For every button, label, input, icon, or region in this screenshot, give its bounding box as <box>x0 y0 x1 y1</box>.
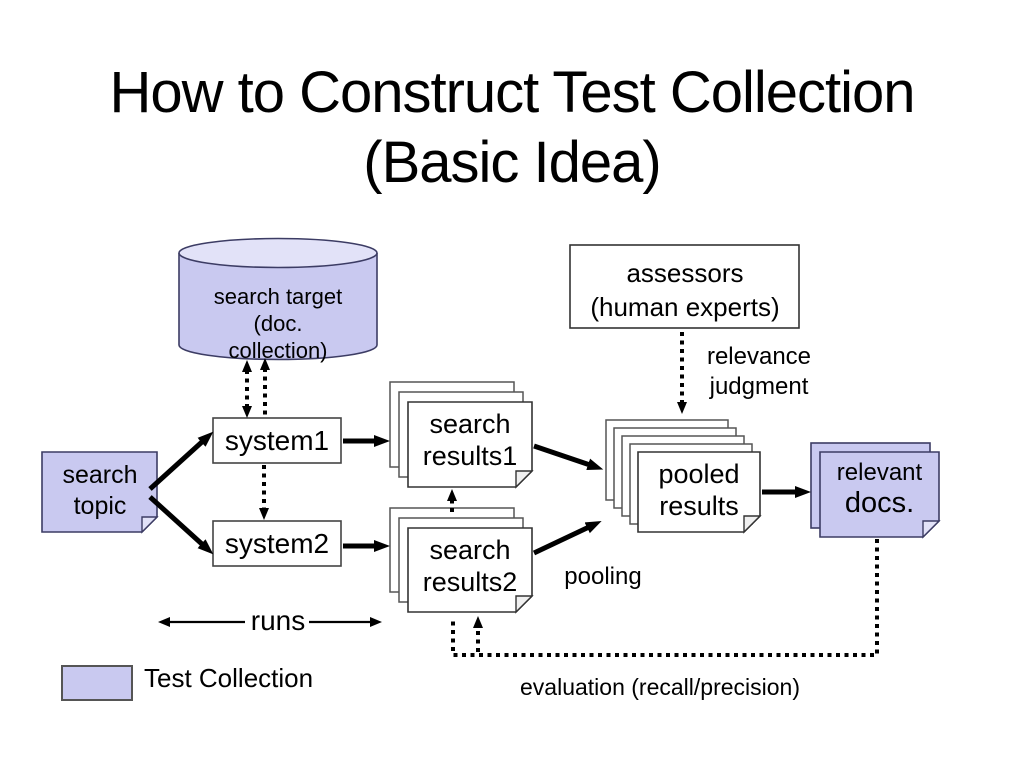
assessors-label: assessors (human experts) <box>572 256 798 324</box>
arrow-results2-to-pooled <box>532 521 602 556</box>
search-target-line1: search target <box>213 284 343 309</box>
system1-box <box>212 417 342 464</box>
arrow-topic-to-system2 <box>148 495 214 555</box>
evaluation-label: evaluation (recall/precision) <box>520 674 800 700</box>
relevance-line2: judgment <box>709 373 809 400</box>
search-target-cylinder <box>178 237 378 361</box>
search-target-line2: (doc. <box>253 311 303 336</box>
search-results1-stack <box>389 381 534 489</box>
search-results2-line1: search <box>429 535 511 565</box>
pooled-results-line2: results <box>659 491 739 521</box>
relevant-docs-label: relevant docs. <box>820 459 939 520</box>
slide-title-line1: How to Construct Test Collection <box>109 60 915 125</box>
relevant-docs-stack <box>810 442 941 539</box>
system2-label: system2 <box>224 528 330 559</box>
system1-label: system1 <box>224 425 330 456</box>
search-results2-stack <box>389 507 534 614</box>
pooled-results-line1: pooled <box>658 459 740 489</box>
search-results2-label: search results2 <box>408 534 532 598</box>
search-results1-line2: results1 <box>422 441 518 471</box>
legend-swatch <box>61 665 133 701</box>
arrow-results1-to-pooled <box>533 443 604 471</box>
search-topic-line1: search <box>62 461 138 489</box>
search-target-line3: collection) <box>228 338 328 363</box>
search-results1-label: search results1 <box>408 408 532 472</box>
search-topic-line2: topic <box>73 492 127 520</box>
relevant-docs-line1: relevant <box>836 459 923 486</box>
pooled-results-stack <box>605 419 762 534</box>
slide-title-line2: (Basic Idea) <box>363 130 661 195</box>
relevance-line1: relevance <box>706 343 812 370</box>
search-results2-line2: results2 <box>422 567 518 597</box>
arrow-topic-to-system1 <box>148 431 214 491</box>
search-topic-label: search topic <box>44 460 156 522</box>
legend-label: Test Collection <box>144 663 314 693</box>
runs-label: runs <box>250 605 306 636</box>
search-target-label: search target (doc. collection) <box>183 283 373 364</box>
assessors-line2: (human experts) <box>590 292 780 322</box>
assessors-line1: assessors <box>626 258 744 288</box>
search-topic-note <box>41 451 159 534</box>
slide-title: How to Construct Test Collection (Basic … <box>0 58 1024 198</box>
pooling-label: pooling <box>564 563 642 590</box>
relevance-judgment-label: relevance judgment <box>697 342 821 402</box>
assessors-box <box>569 244 800 329</box>
relevant-docs-line2: docs. <box>844 487 915 519</box>
search-results1-line1: search <box>429 409 511 439</box>
system2-box <box>212 520 342 567</box>
pooled-results-label: pooled results <box>638 458 760 522</box>
